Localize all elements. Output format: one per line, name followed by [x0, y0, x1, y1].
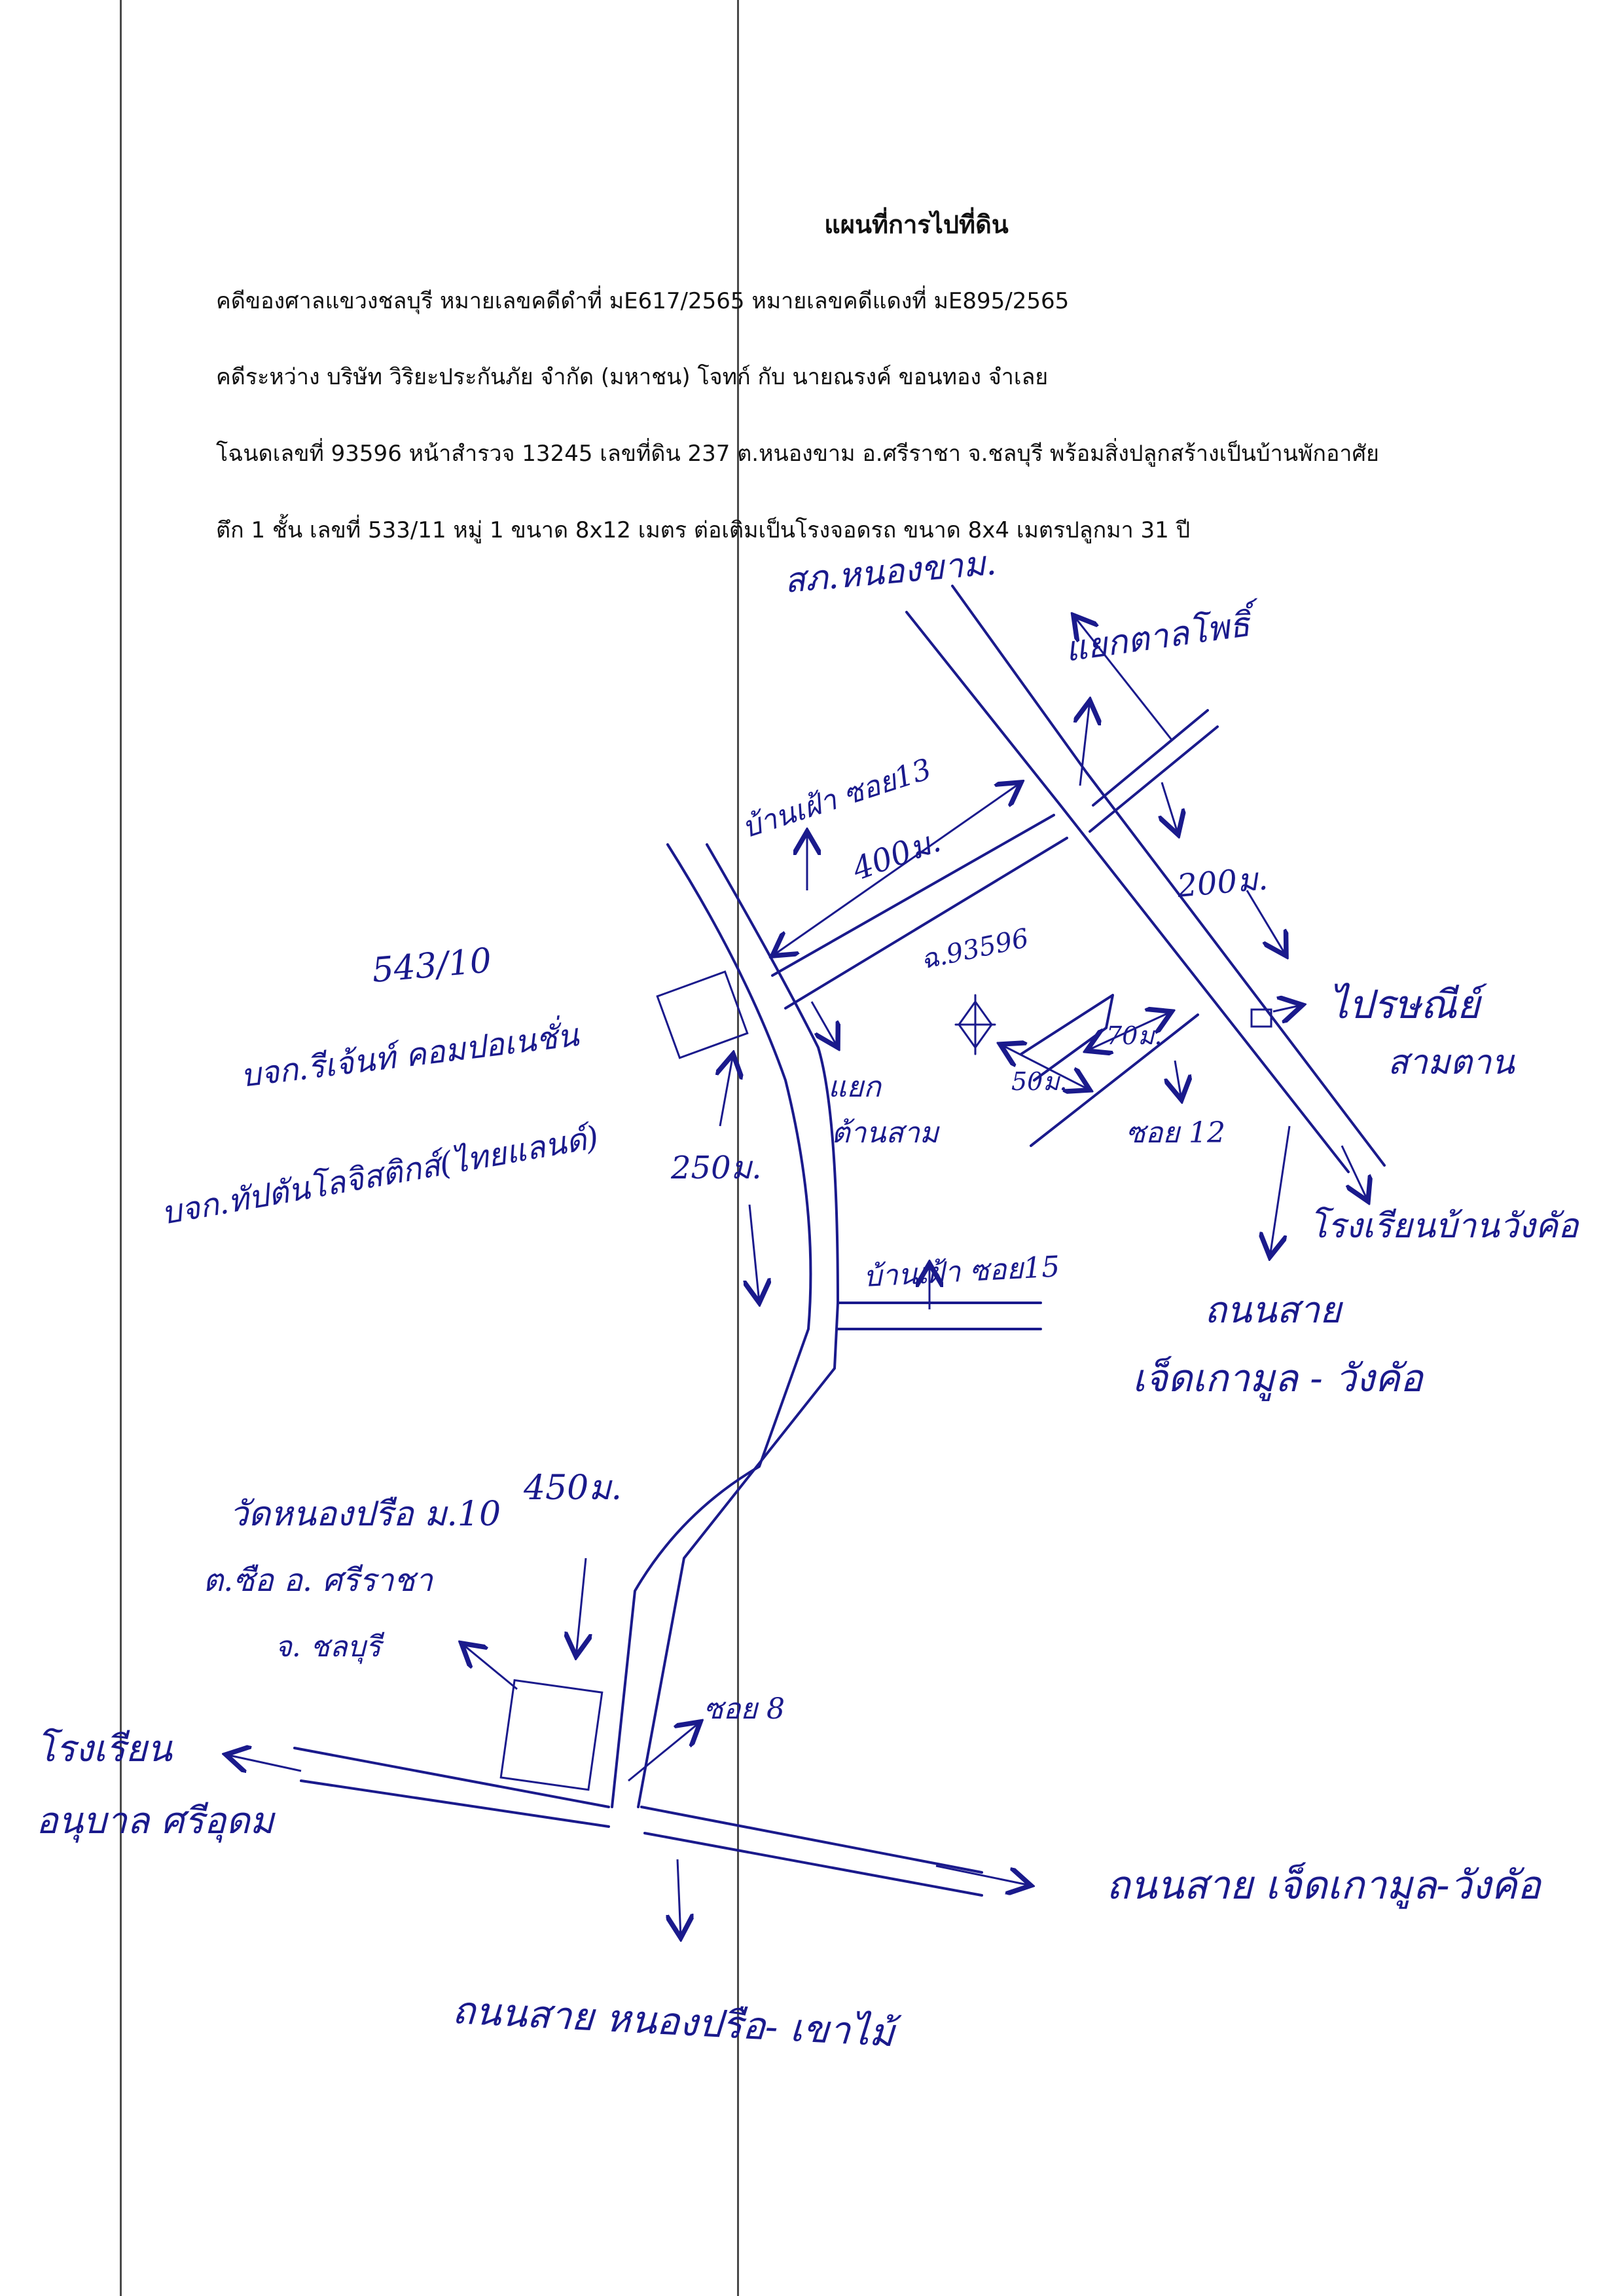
fold-line-center — [737, 0, 739, 2296]
arrow-450m — [576, 1558, 586, 1656]
arrow-road-bottom — [677, 1859, 681, 1938]
label-school-anuban-2: อนุบาล ศรีอุดม — [36, 1800, 276, 1843]
label-soi12: ซอย 12 — [1126, 1116, 1225, 1150]
label-road-chet-wang: เจ็ดเกามูล - วังคัอ — [1132, 1356, 1424, 1402]
building-line: ตึก 1 ชั้น เลขที่ 533/11 หมู่ 1 ขนาด 8x1… — [216, 517, 1191, 543]
label-school-anuban-1: โรงเรียน — [36, 1728, 173, 1770]
label-junction-santam: แยก — [828, 1070, 882, 1104]
label-road-bottom: ถนนสาย หนองปรือ- เขาไม้ — [451, 1988, 902, 2056]
label-200m: 200ม. — [1175, 860, 1269, 905]
arrow-70m — [1087, 1011, 1172, 1051]
arrow-road-chet — [1270, 1125, 1291, 1257]
arrow-post-office — [1272, 1005, 1303, 1011]
label-company-2: บจก.ทัปตันโลจิสติกส์(ไทยแลนด์) — [158, 1119, 601, 1232]
temple-building — [499, 1679, 604, 1791]
arrow-200m-top — [1162, 782, 1178, 835]
arrow-police — [1073, 615, 1173, 740]
label-police-station: สภ.หนองขาม. — [783, 543, 998, 601]
arrow-junction — [810, 1001, 838, 1048]
label-soi15: บ้านเฝ้า ซอย15 — [863, 1250, 1061, 1294]
road-bottom — [293, 1747, 983, 1897]
land-plot-marker — [954, 994, 996, 1055]
fold-line-left — [120, 0, 122, 2296]
arrow-temple — [461, 1643, 518, 1690]
label-company-no: 543/10 — [370, 941, 493, 991]
post-office-marker — [1250, 1008, 1272, 1028]
arrow-soi8 — [628, 1722, 700, 1782]
arrow-soi12 — [1175, 1060, 1181, 1100]
label-company-1: บจก.รีเจ้นท์ คอมปอเนชั่น — [238, 1013, 581, 1095]
label-junction-santam-2: ต้านสาม — [831, 1116, 940, 1150]
label-deed-no: ฉ.93596 — [918, 923, 1032, 975]
label-temple-2: ต.ซือ อ. ศรีราชา — [203, 1562, 434, 1599]
arrow-200m-bottom — [1246, 890, 1286, 956]
document-title: แผนที่การไปที่ดิน — [824, 210, 1009, 239]
label-70m: 70ม. — [1106, 1021, 1162, 1050]
arrow-school-wang — [1341, 1145, 1368, 1201]
road-main-curve — [611, 843, 839, 1808]
parties-line: คดีระหว่าง บริษัท วิริยะประกันภัย จำกัด … — [216, 364, 1049, 390]
label-junction-tanpho: แยกตาลโพธิ์ — [1062, 597, 1264, 669]
company-building — [656, 970, 749, 1059]
arrow-road-right — [935, 1865, 1031, 1886]
arrow-50m — [1000, 1044, 1090, 1090]
road-soi15 — [837, 1302, 1042, 1330]
label-school-wangkhao: โรงเรียนบ้านวังคัอ — [1309, 1207, 1580, 1246]
arrow-tanpho — [1080, 701, 1090, 786]
label-soi13: บ้านเฝ้า ซอย13 — [738, 752, 935, 845]
arrow-company — [720, 1054, 733, 1127]
label-road-bottom-right: ถนนสาย เจ็ดเกามูล-วังคัอ — [1106, 1862, 1543, 1909]
deed-line: โฉนดเลขที่ 93596 หน้าสำรวจ 13245 เลขที่ด… — [216, 441, 1379, 467]
label-soi8: ซอย 8 — [704, 1692, 785, 1726]
label-450m: 450ม. — [523, 1468, 622, 1508]
label-400m: 400ม. — [847, 822, 945, 888]
label-road-chet-title: ถนนสาย — [1204, 1289, 1343, 1332]
arrow-school-anuban — [226, 1755, 302, 1771]
road-diagonal-east — [905, 585, 1386, 1173]
label-250m: 250ม. — [670, 1150, 762, 1186]
arrow-250m — [749, 1204, 759, 1303]
label-temple-3: จ. ชลบุรี — [275, 1630, 385, 1664]
case-line: คดีของศาลแขวงชลบุรี หมายเลขคดีดำที่ มE61… — [216, 288, 1070, 314]
label-temple-1: วัดหนองปรือ ม.10 — [229, 1495, 501, 1534]
label-post-office: ไปรษณีย์ — [1329, 982, 1488, 1028]
arrow-400m — [772, 782, 1021, 956]
label-50m: 50ม. — [1011, 1067, 1067, 1096]
label-sam-tan: สามตาน — [1388, 1043, 1515, 1082]
